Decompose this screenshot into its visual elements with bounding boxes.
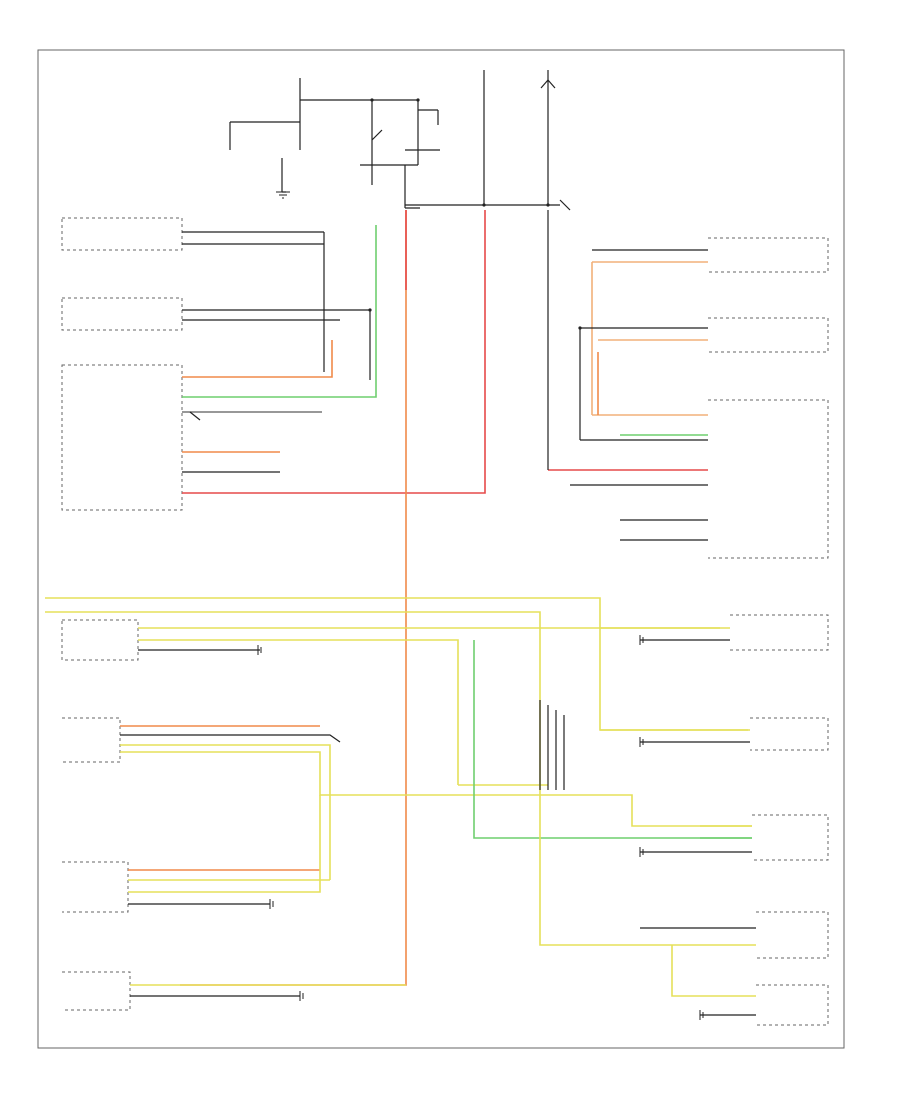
left-vanity-lamp xyxy=(600,717,829,751)
right-vanity-lamp xyxy=(600,614,829,651)
passenger-door-module xyxy=(547,199,829,559)
diagram-frame xyxy=(37,49,845,1049)
right-rear-door-handle-lamp xyxy=(639,814,829,861)
rear-dome-lamp xyxy=(62,717,752,880)
passenger-door-handle-lamp xyxy=(578,317,829,440)
glove-box-lamp xyxy=(62,971,406,1011)
cargo-lamp-lower xyxy=(671,945,829,1026)
passenger-door-pocket-lamp xyxy=(591,237,829,415)
driver-door-handle-lamp xyxy=(61,297,372,380)
top-power-section xyxy=(229,70,560,209)
center-ground-block xyxy=(473,640,752,946)
front-dome-lamp xyxy=(62,795,330,913)
driver-door-pocket-lamp xyxy=(61,217,325,372)
driver-door-module xyxy=(61,210,486,511)
cargo-lamp-upper xyxy=(640,911,829,959)
